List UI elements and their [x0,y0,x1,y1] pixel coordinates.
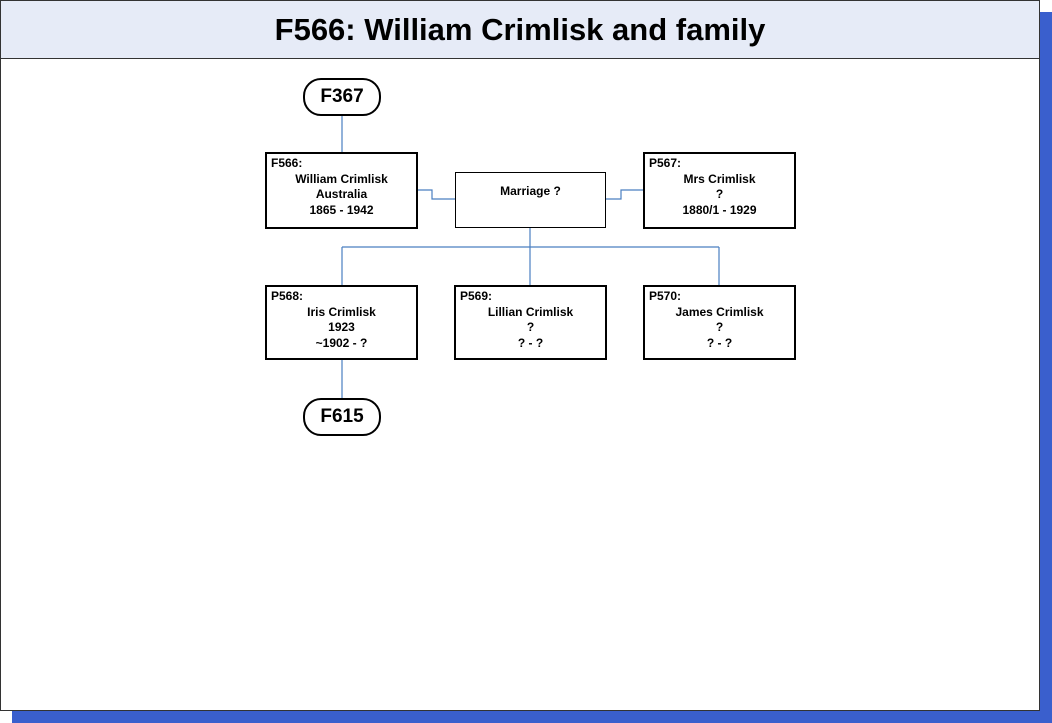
diagram-page: F566: William Crimlisk and family F367 F… [0,0,1040,711]
marriage-date: ? [553,184,561,198]
title-bar: F566: William Crimlisk and family [1,1,1039,59]
person-box-husband[interactable]: F566: William Crimlisk Australia 1865 - … [265,152,418,229]
child-family-link[interactable]: F615 [303,398,381,436]
person-place: ? [715,187,724,201]
person-place: 1923 [328,320,355,334]
person-box-child-3[interactable]: P570: James Crimlisk ? ? - ? [643,285,796,360]
person-name: Iris Crimlisk [307,304,376,319]
person-dates: 1880/1 - 1929 [682,202,757,217]
person-dates: ? - ? [517,335,544,350]
person-dates: 1865 - 1942 [309,202,374,217]
connector-husband-marriage [418,189,455,200]
person-place: Australia [315,187,368,201]
connector-wife-marriage [606,189,643,200]
person-id: P568: [271,289,304,303]
person-name: William Crimlisk [295,171,388,186]
person-name: Mrs Crimlisk [683,171,756,186]
person-name: James Crimlisk [675,304,764,319]
marriage-label: Marriage [500,184,551,198]
person-box-wife[interactable]: P567: Mrs Crimlisk ? 1880/1 - 1929 [643,152,796,229]
connector-lines [341,116,720,399]
page-title: F566: William Crimlisk and family [274,11,766,47]
person-id: F566: [271,156,303,170]
child-family-label: F615 [320,406,364,427]
person-dates: ~1902 - ? [315,335,368,350]
person-place: ? [526,320,535,334]
person-id: P569: [460,289,493,303]
marriage-box[interactable]: Marriage ? [455,172,606,228]
person-box-child-2[interactable]: P569: Lillian Crimlisk ? ? - ? [454,285,607,360]
parent-family-link[interactable]: F367 [303,78,381,116]
person-name: Lillian Crimlisk [487,304,574,319]
person-id: P567: [649,156,682,170]
person-place: ? [715,320,724,334]
person-id: P570: [649,289,682,303]
parent-family-label: F367 [320,86,364,107]
person-box-child-1[interactable]: P568: Iris Crimlisk 1923 ~1902 - ? [265,285,418,360]
person-dates: ? - ? [706,335,733,350]
